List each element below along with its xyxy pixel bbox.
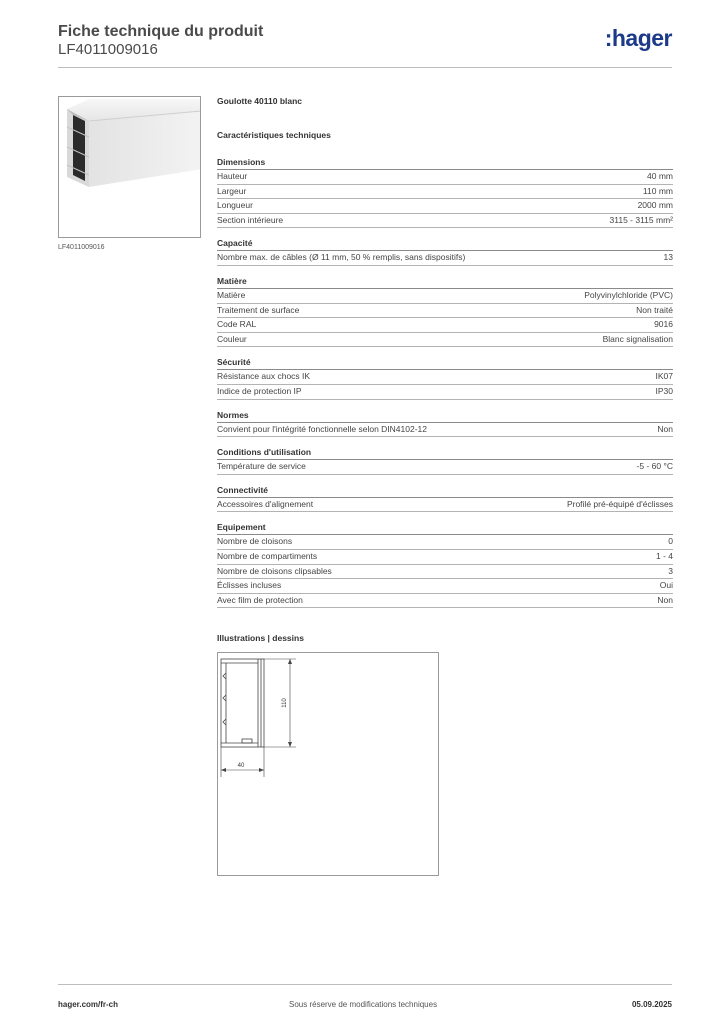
product-name: Goulotte 40110 blanc [217,96,303,106]
spec-value: Blanc signalisation [602,333,673,344]
spec-section-title: Sécurité [217,356,673,371]
document-title: Fiche technique du produit [58,23,264,40]
spec-row: Hauteur 40 mm [217,170,673,185]
footer-website-link[interactable]: hager.com/fr-ch [58,1000,119,1009]
product-details: Goulotte 40110 blanc Caractéristiques te… [217,96,673,617]
spec-label: Traitement de surface [217,304,300,315]
cross-section-drawing: 40 110 [220,658,296,777]
spec-row: Accessoires d'alignement Profilé pré-équi… [217,498,673,513]
spec-label: Convient pour l'intégrité fonctionnelle … [217,423,428,434]
spec-value: 2000 mm [637,200,673,211]
spec-label: Hauteur [217,171,248,181]
spec-section-title: Conditions d'utilisation [217,446,673,461]
height-dimension-label: 110 [282,698,288,708]
spec-section-title: Connectivité [217,484,673,498]
spec-section-title: Equipement [217,521,673,536]
footer-disclaimer: Sous réserve de modifications techniques [289,1000,438,1009]
spec-value: 0 [668,536,673,547]
spec-section-title: Capacité [217,237,673,252]
spec-value: 13 [663,252,673,263]
spec-label: Section intérieure [217,214,284,225]
spec-label: Couleur [217,333,247,344]
spec-row: Longueur 2000 mm [217,199,673,214]
hager-logo: :hager [604,25,673,51]
page-header: Fiche technique du produit LF4011009016 … [58,20,673,68]
illustrations-title: Illustrations | dessins [217,633,304,643]
spec-label: Accessoires d'alignement [217,498,314,509]
spec-section-title: Normes [217,409,673,423]
spec-section-title: Dimensions [217,156,673,170]
cable-duct-illustration [66,99,200,187]
spec-row: Nombre de cloisons clipsables 3 [217,565,673,580]
spec-row: Matière Polyvinylchloride (PVC) [217,289,673,304]
spec-value: 9016 [654,319,673,330]
spec-label: Nombre de cloisons clipsables [217,565,332,576]
spec-row: Largeur 110 mm [217,185,673,200]
spec-row: Indice de protection IP IP30 [217,385,673,400]
spec-label: Indice de protection IP [217,385,302,396]
product-image [58,96,201,238]
spec-row: Éclisses incluses Oui [217,579,673,594]
spec-row: Code RAL 9016 [217,318,673,333]
spec-value: 1 - 4 [655,550,673,561]
footer-date: 05.09.2025 [631,1000,672,1009]
spec-value: Non [657,594,673,605]
spec-value: 3115 - 3115 mm² [609,214,673,225]
spec-value: Non [657,423,673,434]
spec-label: Nombre de cloisons [217,536,293,547]
spec-row: Avec film de protection Non [217,594,673,609]
spec-value: Profilé pré-équipé d'éclisses [566,498,673,509]
spec-row: Nombre de cloisons 0 [217,535,673,550]
spec-value: IK07 [655,371,674,382]
spec-row: Couleur Blanc signalisation [217,333,673,348]
spec-label: Éclisses incluses [217,580,282,591]
spec-label: Longueur [217,200,253,211]
product-code: LF4011009016 [58,41,158,58]
tech-specs-heading: Caractéristiques techniques [217,130,331,140]
spec-label: Code RAL [217,319,257,330]
width-dimension-label: 40 [238,763,245,769]
spec-row: Section intérieure 3115 - 3115 mm² [217,214,673,229]
spec-label: Nombre max. de câbles (Ø 11 mm, 50 % rem… [217,252,466,263]
spec-value: Oui [659,580,673,591]
spec-label: Température de service [217,461,306,472]
dimension-drawing: 40 110 [217,652,439,876]
spec-value: Polyvinylchloride (PVC) [584,289,673,300]
spec-row: Résistance aux chocs IK IK07 [217,370,673,385]
spec-label: Matière [217,289,246,300]
spec-value: 3 [668,565,673,576]
spec-label: Avec film de protection [217,594,303,605]
spec-section-title: Matière [217,275,673,289]
image-caption: LF4011009016 [58,244,105,251]
spec-row: Nombre de compartiments 1 - 4 [217,550,673,565]
spec-value: -5 - 60 °C [636,461,673,472]
spec-label: Résistance aux chocs IK [217,371,311,382]
spec-row: Nombre max. de câbles (Ø 11 mm, 50 % rem… [217,251,673,266]
spec-row: Convient pour l'intégrité fonctionnelle … [217,423,673,438]
spec-row: Traitement de surface Non traité [217,304,673,319]
spec-value: IP30 [655,385,674,396]
spec-value: 110 mm [642,185,673,196]
spec-label: Nombre de compartiments [217,550,318,561]
page-footer: hager.com/fr-ch Sous réserve de modifica… [58,984,672,1012]
spec-label: Largeur [217,185,247,196]
spec-value: Non traité [636,304,673,315]
spec-value: 40 mm [647,171,673,181]
spec-row: Température de service -5 - 60 °C [217,460,673,475]
